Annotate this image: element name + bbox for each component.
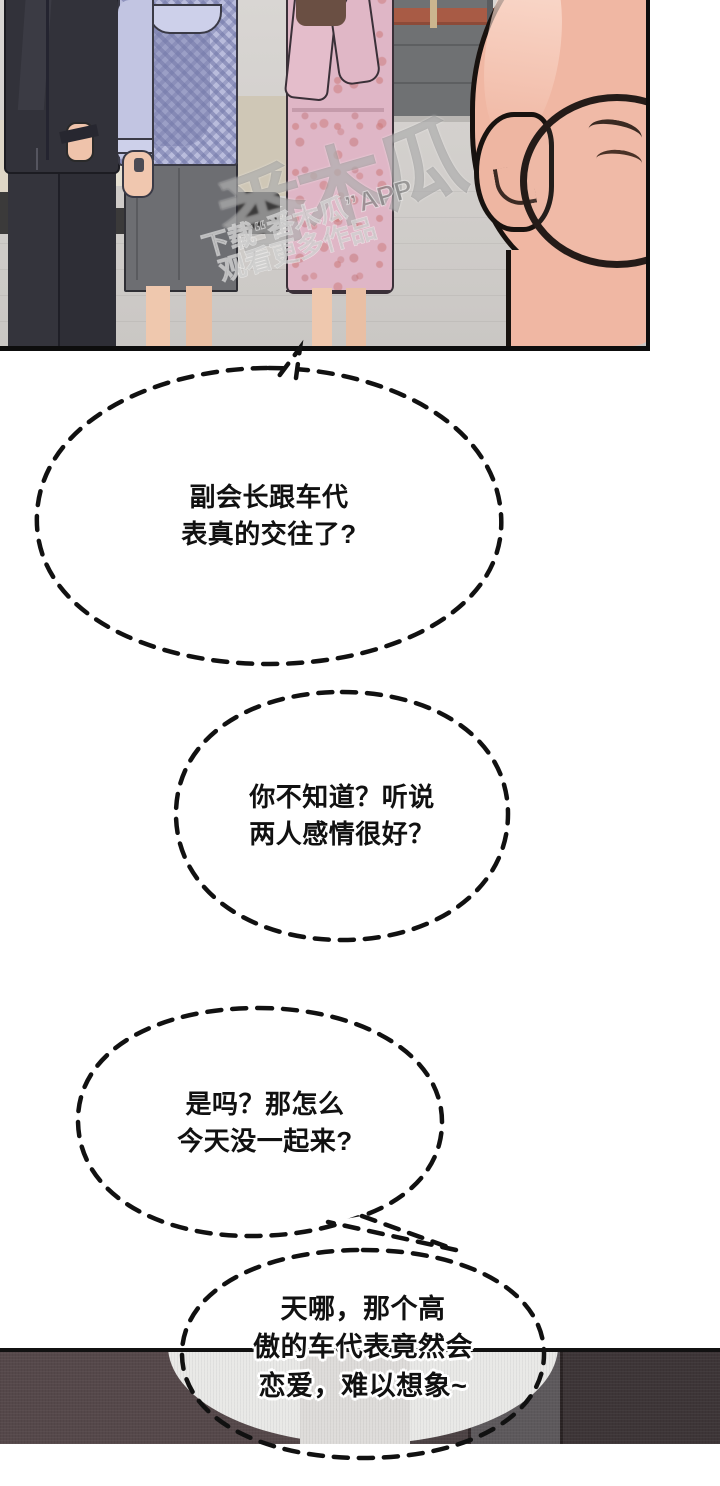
leg (186, 286, 212, 346)
jacket-fold (46, 0, 49, 160)
hair-front (296, 0, 346, 26)
bubble-line: 是吗？那怎么 (185, 1089, 345, 1120)
stair-step-line (352, 44, 492, 46)
dress-hem (286, 272, 390, 292)
speech-bubble-3-text: 是吗？那怎么 今天没一起来? (70, 1000, 500, 1246)
floor-edge (340, 116, 520, 122)
speech-bubble-4-text: 天哪，那个高 傲的车代表竟然会 恋爱，难以想象~ (168, 1244, 558, 1486)
stair-step-line (352, 82, 492, 84)
bubble-line: 表真的交往了? (181, 519, 357, 549)
bubble-4-overlap-shade (300, 1352, 410, 1444)
suit-trouser-right (58, 150, 116, 346)
fabric-grain-texture (0, 1352, 720, 1444)
bubble-line: 副会长跟车代 (189, 482, 349, 513)
bubble-line: 傲的车代表竟然会 (253, 1332, 473, 1363)
skirt-fold (178, 168, 180, 280)
suit-fabric (560, 1352, 720, 1444)
leg (146, 286, 170, 346)
bubble-line: 两人感情很好？ (249, 819, 435, 849)
dress-waistline (292, 108, 384, 112)
speech-bubble-4: 天哪，那个高 傲的车代表竟然会 恋爱，难以想象~ (168, 1244, 558, 1461)
speech-bubble-2-text: 你不知道？听说 两人感情很好？ (168, 684, 516, 948)
bubble-line: 天哪，那个高 (280, 1294, 446, 1324)
speech-bubble-1-text: 副会长跟车代 表真的交往了? (24, 356, 514, 676)
bubble-line: 你不知道？听说 (249, 782, 435, 813)
leg (312, 288, 332, 346)
speech-bubble-1: 副会长跟车代 表真的交往了? (24, 339, 514, 676)
comic-panel-top: 番木瓜 下载“番木瓜”APP 观看更多作品 (0, 0, 650, 351)
stair-rail (430, 0, 437, 28)
suit-trouser-left (8, 150, 62, 346)
collar (148, 4, 222, 34)
jacket-button (36, 148, 48, 170)
skirt-seam (136, 160, 138, 280)
bubble-line: 今天没一起来? (177, 1126, 353, 1156)
speech-bubble-3: 是吗？那怎么 今天没一起来? (70, 1000, 460, 1253)
speech-bubble-2: 你不知道？听说 两人感情很好？ (168, 684, 516, 948)
leg (346, 288, 366, 346)
fingernail (134, 158, 144, 172)
bubble-line: 恋爱，难以想象~ (258, 1370, 468, 1401)
sleeve (118, 0, 154, 160)
fabric-seam (560, 1352, 563, 1444)
